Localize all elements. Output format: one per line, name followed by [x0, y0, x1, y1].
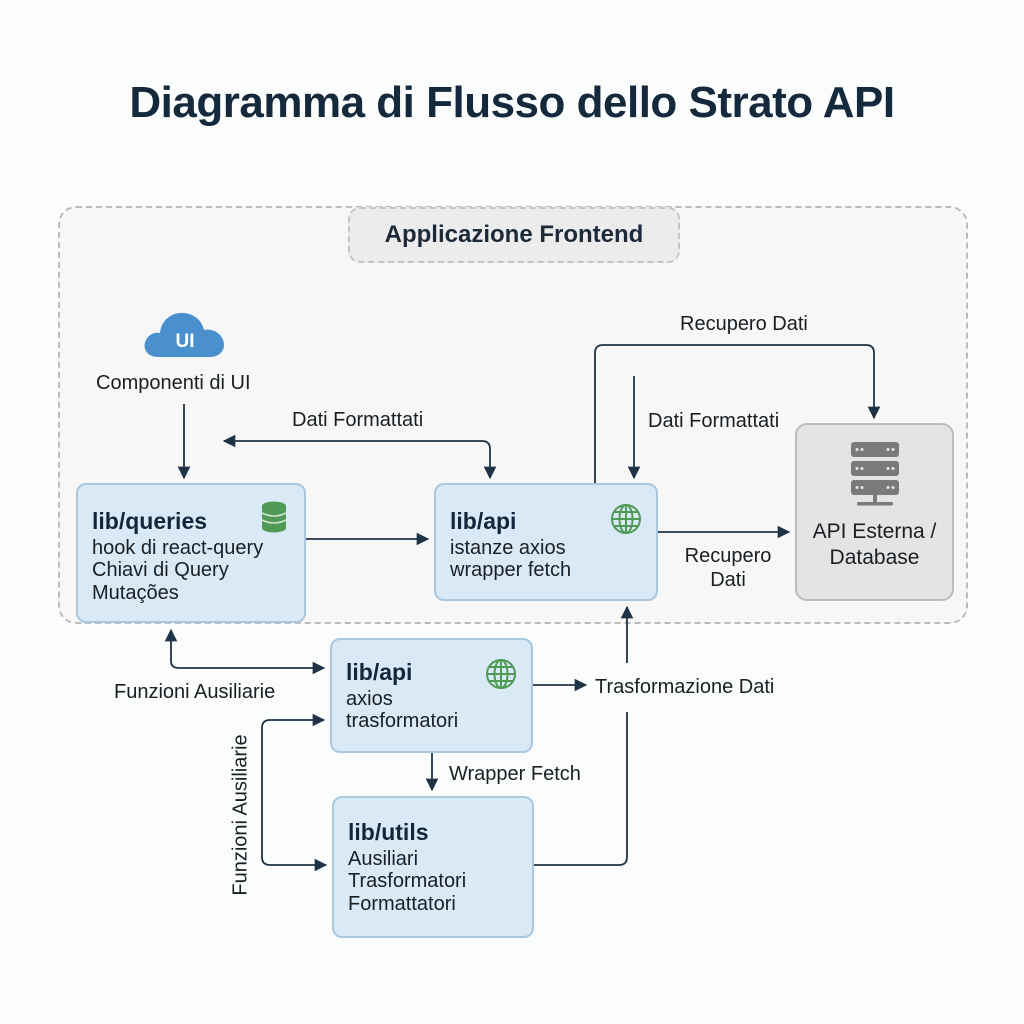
edge-label-line: Dati	[710, 569, 746, 591]
page-title: Diagramma di Flusso dello Strato API	[129, 78, 895, 127]
edge-label-data-transformation: Trasformazione Dati	[595, 676, 775, 698]
globe-icon	[485, 658, 517, 695]
node-title: lib/utils	[348, 819, 429, 845]
node-line: trasformatori	[346, 710, 459, 733]
node-line: Trasformatori	[348, 870, 467, 893]
arrow-data-fetch-top	[594, 344, 881, 483]
node-lib-api-helper: lib/api axios trasformatori	[330, 638, 533, 753]
cloud-icon: UI	[144, 312, 224, 357]
node-line: Chiavi di Query	[92, 559, 229, 582]
arrow-utils-to-api	[534, 712, 628, 866]
node-line: Mutações	[92, 581, 179, 604]
node-lib-queries: lib/queries hook di react-query Chiavi d…	[76, 483, 306, 623]
arrow-helper-functions	[164, 628, 326, 675]
edge-label-helper-functions-vertical: Funzioni Ausiliarie	[229, 734, 252, 896]
node-line: hook di react-query	[92, 536, 264, 559]
node-external-api-database: API Esterna / Database	[795, 423, 954, 601]
globe-icon	[610, 503, 642, 540]
node-line: axios	[346, 687, 393, 710]
edge-label-line: Recupero	[684, 545, 772, 567]
node-line: Formattatori	[348, 892, 456, 915]
node-title: lib/api	[450, 508, 517, 534]
ui-components-label: Componenti di UI	[96, 372, 251, 394]
frontend-app-label: Applicazione Frontend	[348, 207, 680, 263]
edge-label-formatted-data-right: Dati Formattati	[648, 410, 780, 432]
edge-label-data-fetch-top: Recupero Dati	[680, 313, 808, 335]
database-icon	[260, 501, 288, 538]
edge-label-wrapper-fetch: Wrapper Fetch	[449, 763, 581, 785]
server-icon	[847, 440, 903, 517]
node-lib-utils: lib/utils Ausiliari Trasformatori Format…	[332, 796, 534, 938]
node-title: lib/api	[346, 659, 413, 685]
external-label-line2: Database	[829, 545, 920, 569]
node-title: lib/queries	[92, 508, 208, 534]
node-line: Ausiliari	[348, 847, 419, 870]
node-line: wrapper fetch	[450, 559, 572, 582]
edge-label-helper-functions: Funzioni Ausiliarie	[114, 681, 276, 703]
edge-label-formatted-data-left: Dati Formattati	[292, 409, 424, 431]
edge-label-data-fetch-right: Recupero Dati	[676, 544, 780, 592]
external-label: API Esterna / Database	[797, 519, 952, 570]
node-line: istanze axios	[450, 536, 566, 559]
cloud-icon-text: UI	[176, 331, 195, 352]
node-lib-api: lib/api istanze axios wrapper fetch	[434, 483, 658, 601]
arrow-helper-functions-vertical	[261, 713, 328, 872]
external-label-line1: API Esterna /	[812, 520, 937, 543]
arrow-formatted-data-left	[222, 434, 497, 480]
